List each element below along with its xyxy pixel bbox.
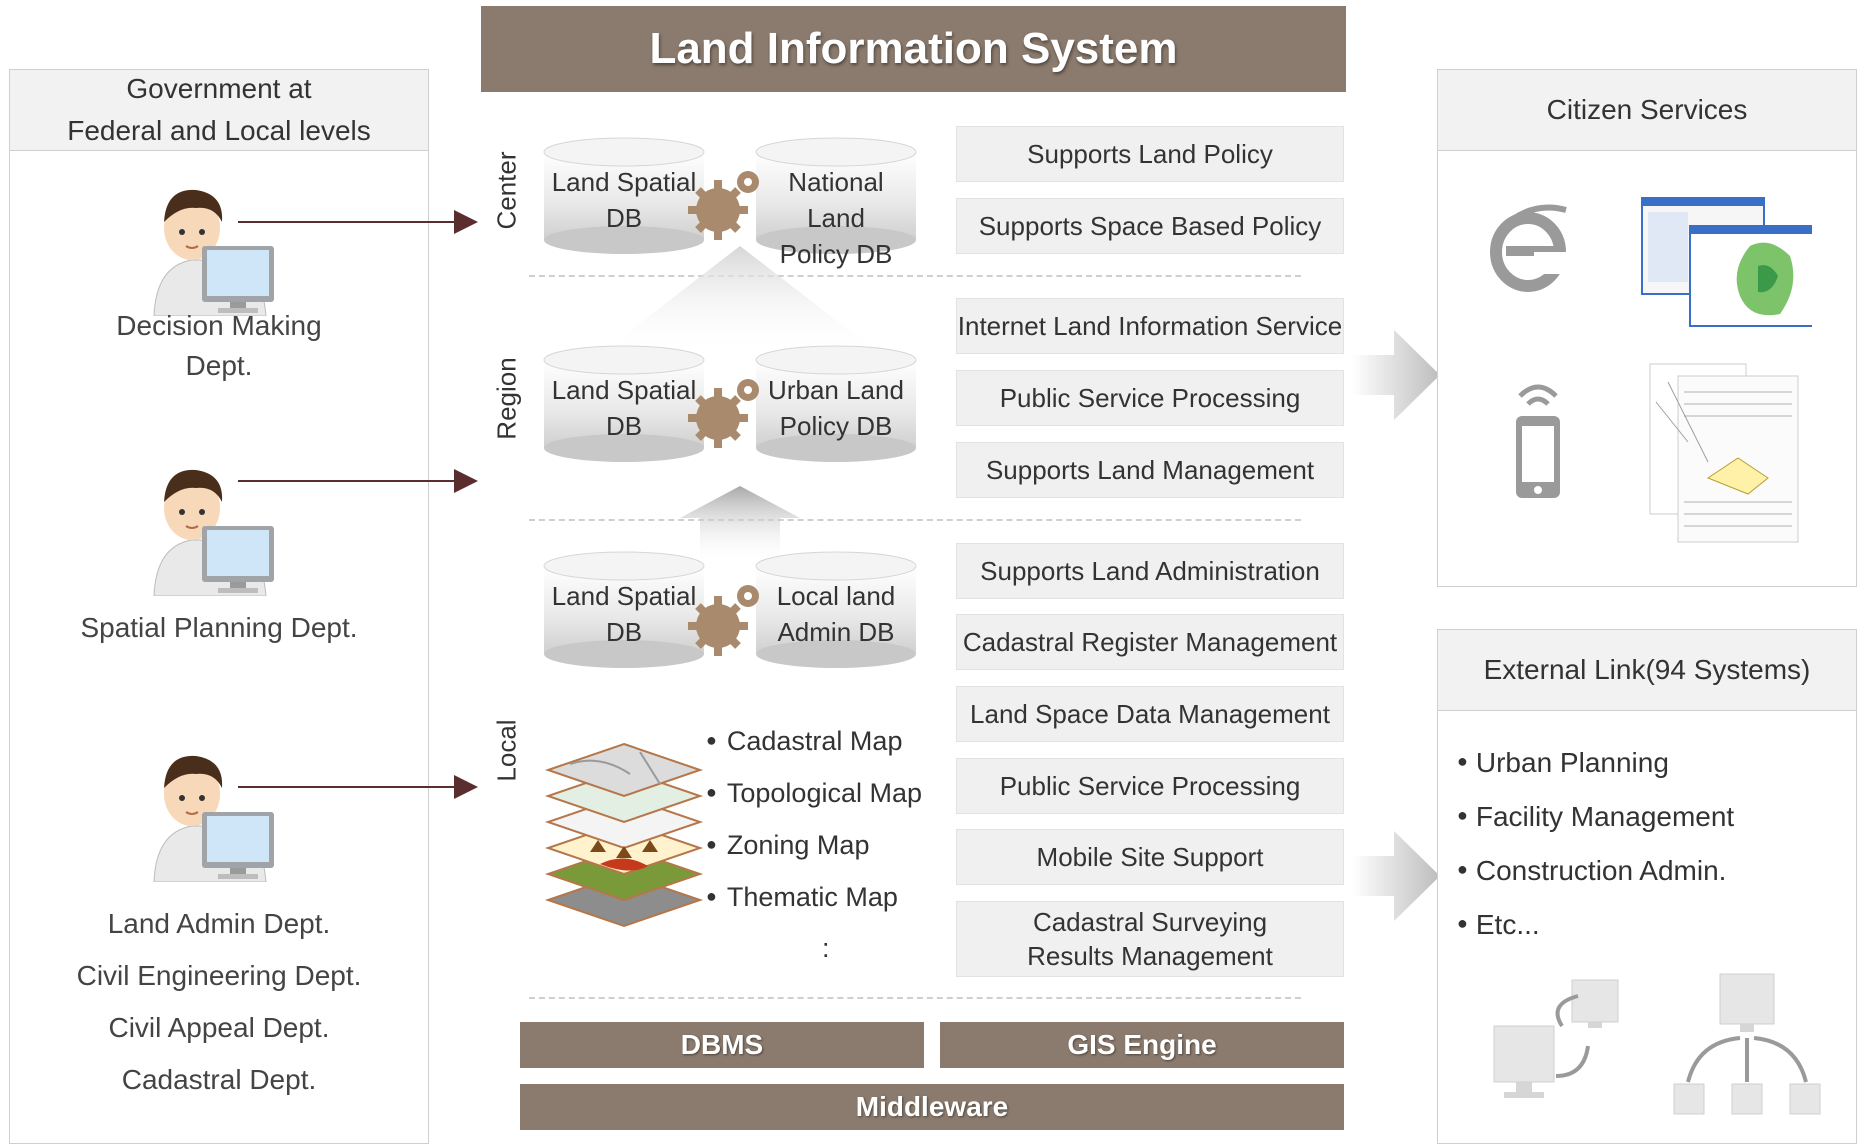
up-arrow-icon bbox=[600, 246, 880, 354]
map-list-item: ● Zoning Map bbox=[706, 822, 922, 874]
citizen-services-header: Citizen Services bbox=[1438, 70, 1856, 151]
map-name: Zoning Map bbox=[726, 830, 870, 860]
bullet: ● bbox=[1457, 751, 1468, 771]
db-region-right-label: Urban Land Policy DB bbox=[768, 375, 904, 441]
separator-bottom bbox=[529, 997, 1301, 999]
system-title: Land Information System bbox=[481, 6, 1346, 92]
person-computer-icon bbox=[153, 469, 274, 596]
map-list-item: ● Topological Map bbox=[706, 770, 922, 822]
dept-land-admin-group: Land Admin Dept. Civil Engineering Dept.… bbox=[76, 908, 362, 1095]
db-region-right-cylinder bbox=[755, 345, 917, 462]
map-list-more: : bbox=[822, 933, 830, 963]
person-computer-icon bbox=[153, 755, 274, 882]
bullet: ● bbox=[706, 886, 717, 906]
middleware-bar: Middleware bbox=[520, 1084, 1344, 1130]
external-link-item: ● Facility Management bbox=[1457, 790, 1734, 844]
service-box: Public Service Processing bbox=[956, 370, 1344, 426]
service-box: Supports Space Based Policy bbox=[956, 198, 1344, 254]
service-box: Land Space Data Management bbox=[956, 686, 1344, 742]
government-header-line1: Government at bbox=[126, 73, 312, 104]
bullet: ● bbox=[1457, 859, 1468, 879]
system-network-icon bbox=[1673, 973, 1821, 1115]
db-center-right-label: National Land Policy DB bbox=[779, 167, 893, 269]
cadastral-document-icon bbox=[1649, 363, 1799, 543]
db-local-right-cylinder bbox=[755, 551, 917, 668]
external-link-list: ● Urban Planning ● Facility Management ● Co… bbox=[1457, 736, 1734, 952]
db-local-right-label: Local land Admin DB bbox=[776, 581, 896, 647]
db-region-left-label: Land Spatial DB bbox=[551, 375, 697, 441]
external-link-label: Urban Planning bbox=[1475, 747, 1669, 778]
db-region-left-cylinder bbox=[543, 345, 705, 462]
map-name: Cadastral Map bbox=[726, 726, 903, 756]
mobile-phone-icon bbox=[1516, 384, 1560, 498]
map-name: Thematic Map bbox=[726, 882, 898, 912]
service-box: Cadastral Register Management bbox=[956, 614, 1344, 670]
dept-spatial-planning: Spatial Planning Dept. bbox=[80, 612, 358, 643]
service-box: Internet Land Information Service bbox=[956, 298, 1344, 354]
right-arrow-icon bbox=[1352, 831, 1440, 921]
bullet: ● bbox=[1457, 805, 1468, 825]
map-list-item: ● Thematic Map bbox=[706, 874, 922, 926]
external-link-label: Etc... bbox=[1475, 909, 1540, 940]
external-link-header: External Link(94 Systems) bbox=[1438, 630, 1856, 711]
gis-engine-bar: GIS Engine bbox=[940, 1022, 1344, 1068]
service-box: Mobile Site Support bbox=[956, 829, 1344, 885]
service-box: Public Service Processing bbox=[956, 758, 1344, 814]
map-list-item: ● Cadastral Map bbox=[706, 718, 922, 770]
person-computer-icon bbox=[153, 189, 274, 316]
map-name: Topological Map bbox=[726, 778, 922, 808]
separator-center-region bbox=[529, 275, 1301, 277]
db-center-right-cylinder bbox=[755, 137, 917, 254]
internet-explorer-icon bbox=[1490, 204, 1568, 292]
map-list: ● Cadastral Map ● Topological Map ● Zoning … bbox=[706, 718, 922, 978]
right-arrow-icon bbox=[1352, 330, 1440, 420]
dbms-bar: DBMS bbox=[520, 1022, 924, 1068]
service-box: Supports Land Policy bbox=[956, 126, 1344, 182]
bullet: ● bbox=[706, 834, 717, 854]
external-link-label: Facility Management bbox=[1475, 801, 1735, 832]
service-box: Supports Land Management bbox=[956, 442, 1344, 498]
separator-region-local bbox=[529, 519, 1301, 521]
external-link-item: ● Urban Planning bbox=[1457, 736, 1734, 790]
external-link-item: ● Construction Admin. bbox=[1457, 844, 1734, 898]
web-gis-screenshot-icon bbox=[1641, 197, 1812, 327]
citizen-services-title: Citizen Services bbox=[1546, 94, 1748, 125]
service-box: Cadastral Surveying Results Management bbox=[956, 901, 1344, 977]
bullet: ● bbox=[706, 730, 717, 750]
db-center-left-label: Land Spatial DB bbox=[551, 167, 697, 233]
service-box: Supports Land Administration bbox=[956, 543, 1344, 599]
government-header: Government at Federal and Local levels bbox=[10, 70, 428, 151]
db-center-left-cylinder bbox=[543, 137, 705, 254]
external-link-title: External Link(94 Systems) bbox=[1483, 654, 1811, 685]
bullet: ● bbox=[1457, 913, 1468, 933]
external-link-label: Construction Admin. bbox=[1475, 855, 1727, 886]
map-layers-icon bbox=[544, 742, 704, 928]
bullet: ● bbox=[706, 782, 717, 802]
up-arrow-icon bbox=[680, 486, 800, 564]
db-local-left-cylinder bbox=[543, 551, 705, 668]
db-local-left-label: Land Spatial DB bbox=[551, 581, 697, 647]
dept-decision-making: Decision Making Dept. bbox=[116, 310, 322, 381]
system-exchange-icon bbox=[1493, 979, 1619, 1098]
external-link-item: ● Etc... bbox=[1457, 898, 1734, 952]
government-header-line2: Federal and Local levels bbox=[67, 115, 371, 146]
